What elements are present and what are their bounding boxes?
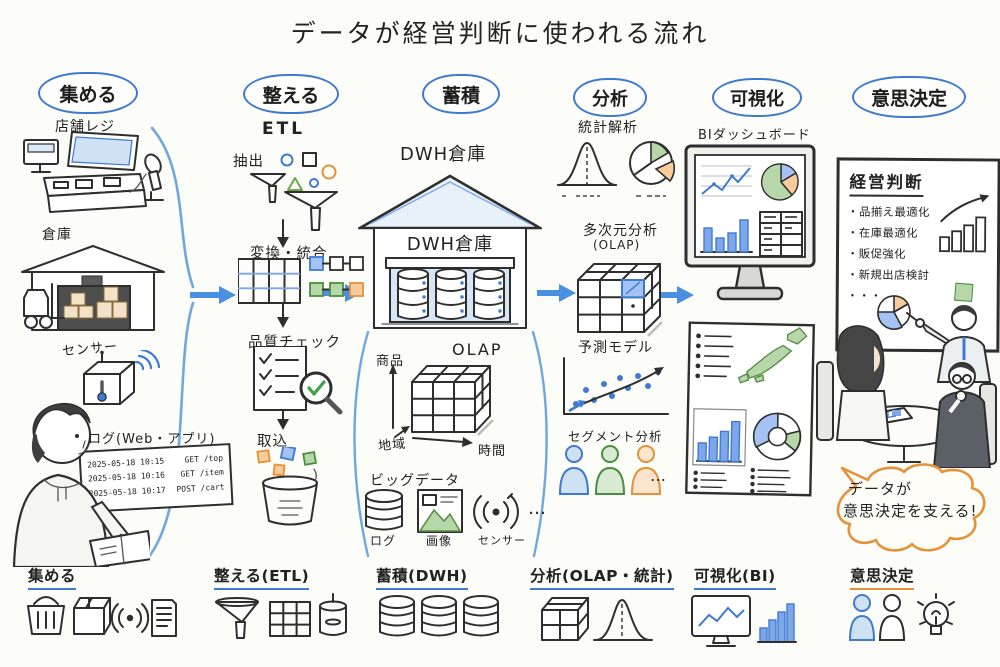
- segment-label: セグメント分析: [568, 429, 663, 444]
- arrow-dwh-to-analysis: [537, 284, 576, 302]
- transform-grid-icon: [238, 256, 364, 304]
- stage-bubble-analyze: 分析: [573, 78, 647, 117]
- dwh-building: [358, 174, 542, 329]
- predict-chart: [563, 357, 669, 415]
- database-icon: [379, 595, 415, 637]
- olap-axis-region: 地域: [377, 436, 407, 455]
- bubble-line1: データが: [848, 480, 913, 498]
- box-icon: [73, 597, 111, 635]
- bi-monitor: [684, 144, 816, 301]
- stat-charts: [557, 141, 676, 197]
- legend-collect-icons: [27, 596, 177, 637]
- legend-prepare-label: 整える(ETL): [214, 564, 310, 590]
- writing-person: [12, 402, 150, 567]
- bigdata-sensor-icon: [473, 493, 519, 529]
- cube-icon: [541, 597, 589, 641]
- board-title: 経営判断: [849, 168, 924, 198]
- warehouse-label: 倉庫: [42, 227, 72, 243]
- down-arrow-1: [277, 219, 289, 248]
- segment-ellipsis: …: [650, 466, 667, 485]
- legend-collect-label: 集める: [28, 564, 77, 590]
- growth-chart-icon: [939, 194, 990, 253]
- olap-cube: [389, 364, 494, 447]
- page-title: データが経営判断に使われる流れ: [290, 19, 710, 48]
- legend-visualize-label: 可視化(BI): [694, 564, 776, 590]
- signal-icon: [110, 603, 150, 633]
- legend-decide-icons: [848, 593, 955, 641]
- olap-axis-time: 時間: [478, 444, 507, 459]
- stage-bubble-visualize: 可視化: [712, 78, 802, 117]
- bell-curve-icon: [593, 599, 653, 641]
- legend-analyze-icons: [541, 597, 653, 641]
- stat-label: 統計解析: [578, 120, 638, 136]
- bigdata-icons: [365, 489, 519, 533]
- funnel-icon: [215, 597, 259, 639]
- predict-label: 予測モデル: [578, 340, 653, 356]
- register-label: 店舗レジ: [55, 119, 115, 135]
- sensor-icon: [83, 350, 160, 405]
- legend-decide: 意思決定: [850, 564, 915, 590]
- bigdata-image-label: 画像: [426, 534, 453, 548]
- etl-title: ETL: [262, 119, 306, 139]
- extract-funnel-icon: [250, 152, 338, 231]
- speech-bubble: [836, 463, 986, 552]
- database-icon: [421, 595, 457, 637]
- decision-whiteboard: 経営判断 ・品揃え最適化 ・在庫最適化 ・販促強化 ・新規出店検討 ・・・: [835, 157, 1000, 353]
- legend-decide-label: 意思決定: [850, 564, 915, 590]
- legend-store: 蓄積(DWH): [376, 564, 468, 590]
- legend-analyze: 分析(OLAP・統計): [530, 564, 674, 590]
- dwh-sign: DWH倉庫: [406, 234, 494, 255]
- bi-dashboard-label: BIダッシュボード: [698, 128, 811, 143]
- stage-bubble-store: 蓄積: [422, 74, 500, 114]
- olap-axis-product: 商品: [376, 354, 405, 369]
- bigdata-sensor-label: センサー: [478, 534, 526, 547]
- basket-icon: [27, 596, 65, 635]
- log-title: ログ(Web・アプリ): [88, 432, 216, 447]
- multi-label: 多次元分析: [583, 223, 658, 239]
- dwh-title: DWH倉庫: [400, 144, 487, 165]
- log-req: POST /cart: [176, 482, 225, 494]
- extract-label: 抽出: [233, 154, 264, 170]
- cash-register-icon: [23, 131, 164, 213]
- bubble-line2: 意思決定を支える!: [843, 502, 978, 520]
- document-icon: [151, 599, 177, 637]
- board-bullet: ・新規出店検討: [846, 268, 930, 283]
- legend-collect: 集める: [28, 564, 77, 590]
- multi-cube: [577, 263, 663, 337]
- meeting-scene: [816, 295, 997, 468]
- bigdata-ellipsis: …: [528, 498, 547, 519]
- stage-bubble-decide: 意思決定: [852, 76, 966, 118]
- bucket-icon: [319, 593, 347, 636]
- load-label: 取込: [257, 434, 288, 450]
- database-icon: [463, 595, 499, 637]
- down-arrow-2: [277, 302, 289, 328]
- legend-prepare: 整える(ETL): [214, 564, 310, 590]
- bigdata-image-icon: [417, 489, 463, 533]
- monitor-icon: [691, 595, 751, 647]
- legend-store-icons: [379, 595, 499, 637]
- people-icon: [848, 594, 906, 641]
- bigdata-log-label: ログ: [370, 534, 397, 548]
- stage-bubble-collect: 集める: [38, 72, 138, 114]
- legend-prepare-icons: [215, 593, 347, 639]
- multi-sub-label: (OLAP): [593, 238, 641, 252]
- legend-visualize: 可視化(BI): [694, 564, 776, 590]
- stage-bubble-prepare: 整える: [243, 74, 339, 114]
- legend-store-label: 蓄積(DWH): [376, 564, 468, 590]
- legend-analyze-label: 分析(OLAP・統計): [530, 564, 674, 590]
- bigdata-db-icon: [365, 489, 403, 531]
- legend-visualize-icons: [691, 595, 797, 647]
- olap-label: OLAP: [452, 340, 503, 359]
- bigdata-title: ビッグデータ: [370, 473, 460, 489]
- lightbulb-icon: [917, 593, 955, 635]
- segment-people: [558, 445, 662, 495]
- table-icon: [269, 601, 311, 637]
- bar-chart-icon: [759, 603, 795, 643]
- quality-check-icon: [253, 346, 343, 415]
- warehouse-icon: [21, 245, 165, 331]
- load-bucket-icon: [256, 447, 318, 526]
- bi-report: [685, 321, 816, 497]
- arrow-collect-to-etl: [190, 286, 236, 304]
